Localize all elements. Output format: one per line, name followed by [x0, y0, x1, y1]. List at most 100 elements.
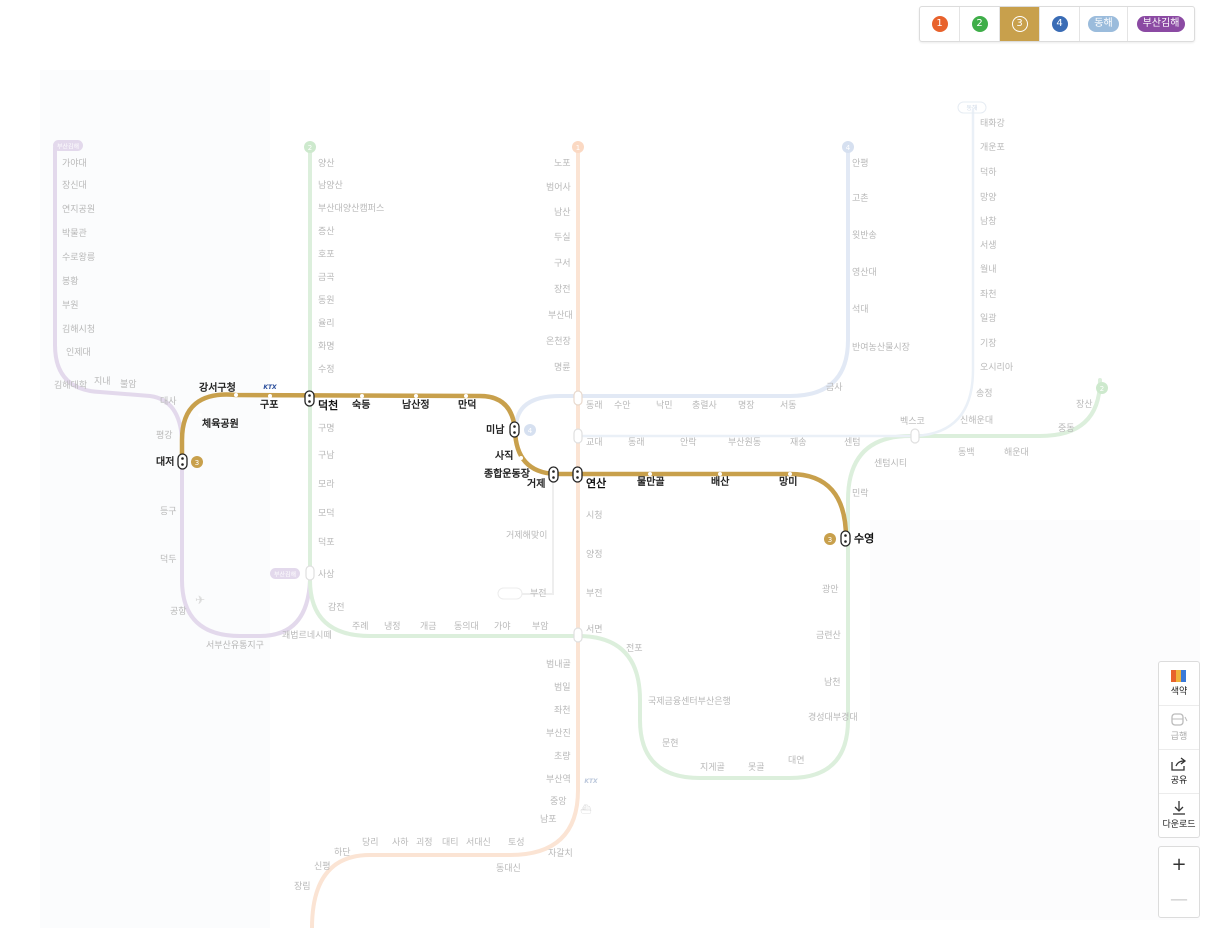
line-tab-2[interactable]: 2 — [960, 7, 1000, 41]
svg-text:기장: 기장 — [980, 338, 997, 349]
svg-text:3: 3 — [828, 536, 832, 544]
donghae-badge: 동해 — [966, 104, 977, 112]
svg-text:동의대: 동의대 — [454, 621, 479, 632]
svg-text:남창: 남창 — [980, 216, 997, 227]
transfer-yeonsan — [572, 466, 583, 483]
svg-text:좌천: 좌천 — [554, 705, 571, 716]
line-bgl — [53, 146, 312, 638]
svg-text:공항: 공항 — [170, 606, 187, 617]
svg-text:지게골: 지게골 — [700, 762, 725, 773]
svg-text:송정: 송정 — [976, 388, 993, 399]
donghae-badge-tab: 동해 — [1088, 16, 1119, 32]
svg-text:동백: 동백 — [958, 447, 975, 458]
svg-text:동래: 동래 — [628, 437, 645, 448]
line2-badge: 2 — [308, 144, 312, 152]
svg-text:자갈치: 자갈치 — [548, 847, 573, 859]
station-gupo: 구포 — [260, 399, 278, 411]
svg-text:태화강: 태화강 — [980, 118, 1005, 129]
background-shading — [40, 70, 1200, 928]
svg-text:사상: 사상 — [318, 569, 335, 580]
svg-text:서동: 서동 — [780, 400, 797, 411]
svg-text:구남: 구남 — [318, 450, 335, 461]
svg-text:문현: 문현 — [662, 738, 679, 749]
station-dot-sukdeung — [360, 394, 364, 398]
line-tab-4[interactable]: 4 — [1040, 7, 1080, 41]
svg-text:거제해맞이: 거제해맞이 — [506, 529, 547, 541]
share-tool-button[interactable]: 공유 — [1159, 750, 1199, 794]
svg-text:덕하: 덕하 — [980, 167, 997, 178]
svg-text:당리: 당리 — [362, 837, 379, 848]
zoom-out-button[interactable]: — — [1170, 889, 1188, 910]
line4-badge-minam: 4 — [528, 427, 533, 435]
svg-text:광안: 광안 — [822, 583, 839, 595]
svg-text:금련산: 금련산 — [816, 630, 841, 641]
svg-text:동대신: 동대신 — [496, 863, 521, 874]
svg-text:대티: 대티 — [442, 837, 459, 848]
download-icon — [1173, 801, 1185, 815]
svg-text:재송: 재송 — [790, 437, 807, 448]
svg-text:수정: 수정 — [318, 364, 335, 375]
svg-text:신해운대: 신해운대 — [960, 415, 993, 426]
svg-text:대연: 대연 — [788, 755, 805, 766]
station-yeonsan: 연산 — [586, 476, 606, 490]
station-dot-gupo — [268, 394, 272, 398]
line-tab-1[interactable]: 1 — [920, 7, 960, 41]
svg-text:금사: 금사 — [826, 382, 843, 393]
station-dot-sajik — [519, 456, 523, 460]
svg-text:센텀: 센텀 — [844, 436, 861, 448]
svg-text:중동: 중동 — [1058, 423, 1075, 434]
line3-badge-daejeo — [191, 456, 203, 468]
svg-text:냉정: 냉정 — [384, 621, 401, 632]
svg-text:일광: 일광 — [980, 312, 997, 324]
station-dot-namsanjeong — [414, 394, 418, 398]
line-tab-3[interactable]: 3 — [1000, 7, 1040, 41]
svg-text:증산: 증산 — [318, 226, 335, 237]
svg-text:화명: 화명 — [318, 341, 335, 352]
svg-text:부산역: 부산역 — [546, 774, 571, 785]
svg-text:못골: 못골 — [748, 762, 765, 773]
svg-text:개금: 개금 — [420, 621, 437, 632]
svg-text:부산대양산캠퍼스: 부산대양산캠퍼스 — [318, 202, 384, 214]
download-tool-button[interactable]: 다운로드 — [1159, 794, 1199, 837]
svg-text:신평: 신평 — [314, 861, 331, 872]
transfer-minam — [509, 421, 520, 438]
line-4-badge: 4 — [1051, 16, 1068, 32]
svg-text:남포: 남포 — [540, 814, 557, 825]
line-tab-busan-gimhae[interactable]: 부산김해 — [1128, 7, 1194, 41]
svg-text:서면: 서면 — [586, 624, 603, 635]
line-donghae — [576, 108, 975, 438]
svg-text:불암: 불암 — [120, 378, 137, 390]
station-jonghap: 종합운동장 — [484, 467, 531, 480]
svg-text:양산: 양산 — [318, 158, 335, 169]
transfer-daejeo — [177, 453, 188, 470]
color-tool-button[interactable]: 색약 — [1159, 662, 1199, 706]
express-tool-button[interactable]: 급행 — [1159, 706, 1199, 750]
svg-text:가야: 가야 — [494, 621, 511, 632]
svg-text:수로왕릉: 수로왕릉 — [62, 252, 95, 263]
svg-text:부전: 부전 — [586, 588, 603, 599]
svg-text:김해대학: 김해대학 — [54, 379, 87, 391]
svg-text:개운포: 개운포 — [980, 142, 1005, 153]
line-3[interactable]: 3 3 대저 체육공원 강서구청 구포 덕천 숙등 남산정 만덕 미남 사직 종… — [156, 381, 874, 547]
svg-text:범어사: 범어사 — [546, 182, 572, 193]
color-tool-label: 색약 — [1170, 687, 1188, 697]
svg-text:망양: 망양 — [980, 192, 997, 203]
svg-text:좌천: 좌천 — [980, 289, 997, 300]
svg-text:3: 3 — [195, 459, 199, 467]
svg-text:윗반송: 윗반송 — [852, 230, 877, 241]
station-minam: 미남 — [486, 423, 505, 436]
tool-panel: 색약 급행 공유 다운로드 — [1158, 661, 1200, 838]
svg-text:명륜: 명륜 — [554, 362, 571, 373]
svg-text:등구: 등구 — [160, 506, 177, 517]
svg-text:범일: 범일 — [554, 682, 571, 693]
svg-text:금곡: 금곡 — [318, 272, 335, 283]
airplane-icon: ✈ — [195, 593, 205, 607]
transfer-suyeong — [840, 530, 851, 547]
line-branch — [519, 473, 554, 595]
line-3-badge: 3 — [1011, 16, 1028, 32]
line-1 — [310, 146, 580, 928]
line-tab-donghae[interactable]: 동해 — [1080, 7, 1128, 41]
zoom-in-button[interactable]: + — [1171, 854, 1187, 875]
ktx-icon-busan: KTX — [584, 778, 598, 785]
